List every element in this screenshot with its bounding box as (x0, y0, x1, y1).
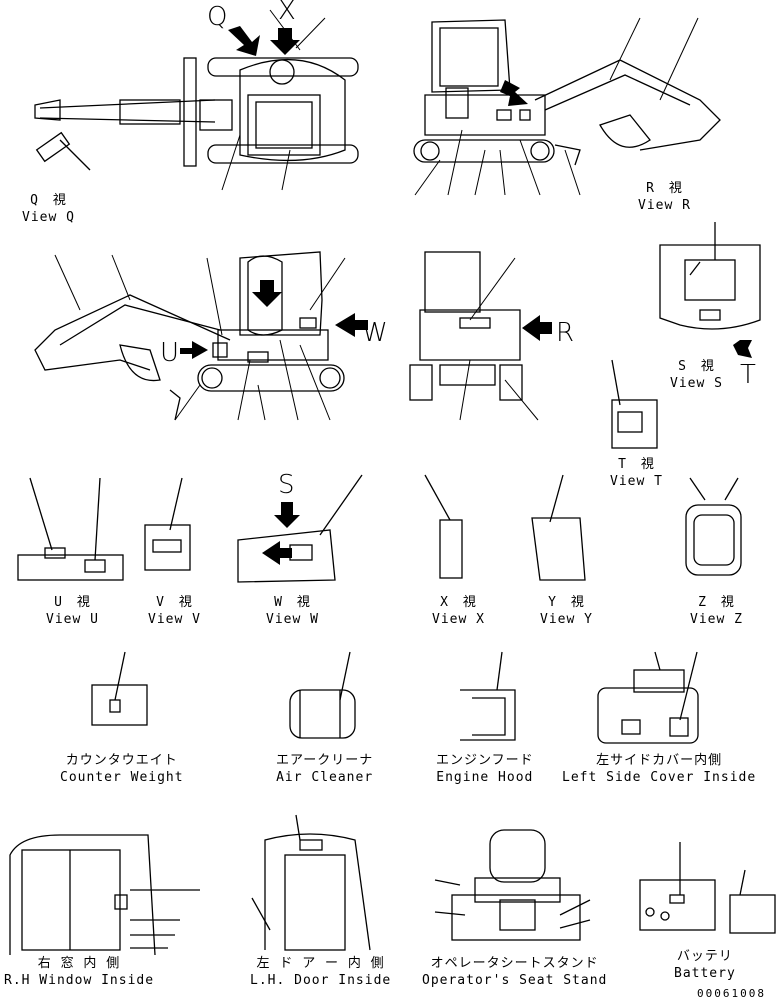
view-y-label: Y 視 View Y (540, 594, 593, 628)
arrow-letter-s: S (278, 470, 295, 500)
engine-hood-label: エンジンフード Engine Hood (436, 752, 534, 786)
seat-stand-drawing (434, 829, 591, 941)
lh-door-en: L.H. Door Inside (250, 973, 392, 988)
battery-label: バッテリ Battery (674, 948, 736, 982)
view-s-drawing (659, 222, 761, 330)
view-s-label: S 視 View S (670, 358, 723, 392)
view-s-jp: S 視 (678, 359, 715, 374)
counterweight-jp: カウンタウエイト (65, 753, 178, 768)
view-t-label: T 視 View T (610, 456, 663, 490)
view-v-jp: V 視 (156, 595, 193, 610)
arrow-letter-r: R (556, 318, 575, 348)
view-r-en: View R (638, 198, 691, 213)
left-side-cover-jp: 左サイドカバー内側 (596, 753, 723, 768)
view-z-en: View Z (690, 612, 743, 627)
lh-door-drawing (251, 814, 371, 951)
battery-en: Battery (674, 966, 736, 981)
document-number: 00061008 (697, 987, 766, 1000)
battery-jp: バッテリ (676, 949, 733, 964)
view-t-drawing (611, 359, 658, 449)
rear-view-drawing (409, 251, 523, 401)
seat-stand-en: Operator's Seat Stand (422, 973, 608, 988)
arrow-letter-w: W (362, 318, 388, 348)
left-side-cover-drawing (597, 651, 699, 744)
air-cleaner-en: Air Cleaner (276, 770, 374, 785)
view-s-en: View S (670, 376, 723, 391)
view-x-label: X 視 View X (432, 594, 485, 628)
rh-window-drawing (9, 834, 200, 956)
rh-window-en: R.H Window Inside (4, 973, 155, 988)
view-v-en: View V (148, 612, 201, 627)
view-q-drawing (34, 57, 359, 171)
lh-door-jp: 左 ド ア ー 内 側 (256, 956, 385, 971)
view-q-en: View Q (22, 210, 75, 225)
view-z-label: Z 視 View Z (690, 594, 743, 628)
left-side-cover-en: Left Side Cover Inside (562, 770, 757, 785)
rh-window-jp: 右 窓 内 側 (37, 956, 121, 971)
side-view-drawing (34, 251, 345, 421)
view-q-label: Q 視 View Q (22, 192, 75, 226)
counterweight-en: Counter Weight (60, 770, 184, 785)
view-x-jp: X 視 (440, 595, 477, 610)
air-cleaner-jp: エアークリーナ (276, 753, 374, 768)
engine-hood-jp: エンジンフード (436, 753, 534, 768)
view-w-label: W 視 View W (266, 594, 319, 628)
view-x-drawing (424, 474, 463, 579)
view-w-en: View W (266, 612, 319, 627)
battery-drawing (639, 842, 776, 934)
view-y-jp: Y 視 (548, 595, 585, 610)
view-q-jp: Q 視 (30, 193, 67, 208)
view-v-drawing (144, 477, 191, 571)
view-w-drawing (237, 474, 363, 583)
arrow-letter-x: X (278, 0, 296, 26)
view-w-jp: W 視 (274, 595, 311, 610)
view-v-label: V 視 View V (148, 594, 201, 628)
view-t-jp: T 視 (618, 457, 655, 472)
view-z-drawing (685, 477, 742, 576)
view-q-arrows (228, 26, 300, 56)
engine-hood-en: Engine Hood (436, 770, 534, 785)
view-r-jp: R 視 (646, 181, 683, 196)
seat-stand-label: オペレータシートスタンド Operator's Seat Stand (422, 955, 607, 989)
seat-stand-jp: オペレータシートスタンド (430, 956, 599, 971)
view-u-jp: U 視 (54, 595, 91, 610)
view-u-en: View U (46, 612, 99, 627)
air-cleaner-label: エアークリーナ Air Cleaner (276, 752, 373, 786)
view-z-jp: Z 視 (698, 595, 735, 610)
view-u-drawing (17, 477, 124, 581)
arrow-letter-q: Q (207, 2, 228, 32)
air-cleaner-drawing (289, 651, 356, 739)
counterweight-label: カウンタウエイト Counter Weight (60, 752, 184, 786)
view-y-en: View Y (540, 612, 593, 627)
rh-window-label: 右 窓 内 側 R.H Window Inside (4, 955, 154, 989)
view-x-en: View X (432, 612, 485, 627)
engine-hood-drawing (460, 651, 516, 741)
counterweight-drawing (91, 651, 148, 726)
lh-door-label: 左 ド ア ー 内 側 L.H. Door Inside (250, 955, 391, 989)
left-side-cover-label: 左サイドカバー内側 Left Side Cover Inside (562, 752, 756, 786)
arrow-letter-u: U (160, 338, 180, 368)
view-r-label: R 視 View R (638, 180, 691, 214)
arrow-letter-t: T (740, 360, 756, 390)
view-u-label: U 視 View U (46, 594, 99, 628)
view-r-drawing (413, 19, 721, 166)
view-y-drawing (531, 474, 586, 581)
view-t-en: View T (610, 474, 663, 489)
